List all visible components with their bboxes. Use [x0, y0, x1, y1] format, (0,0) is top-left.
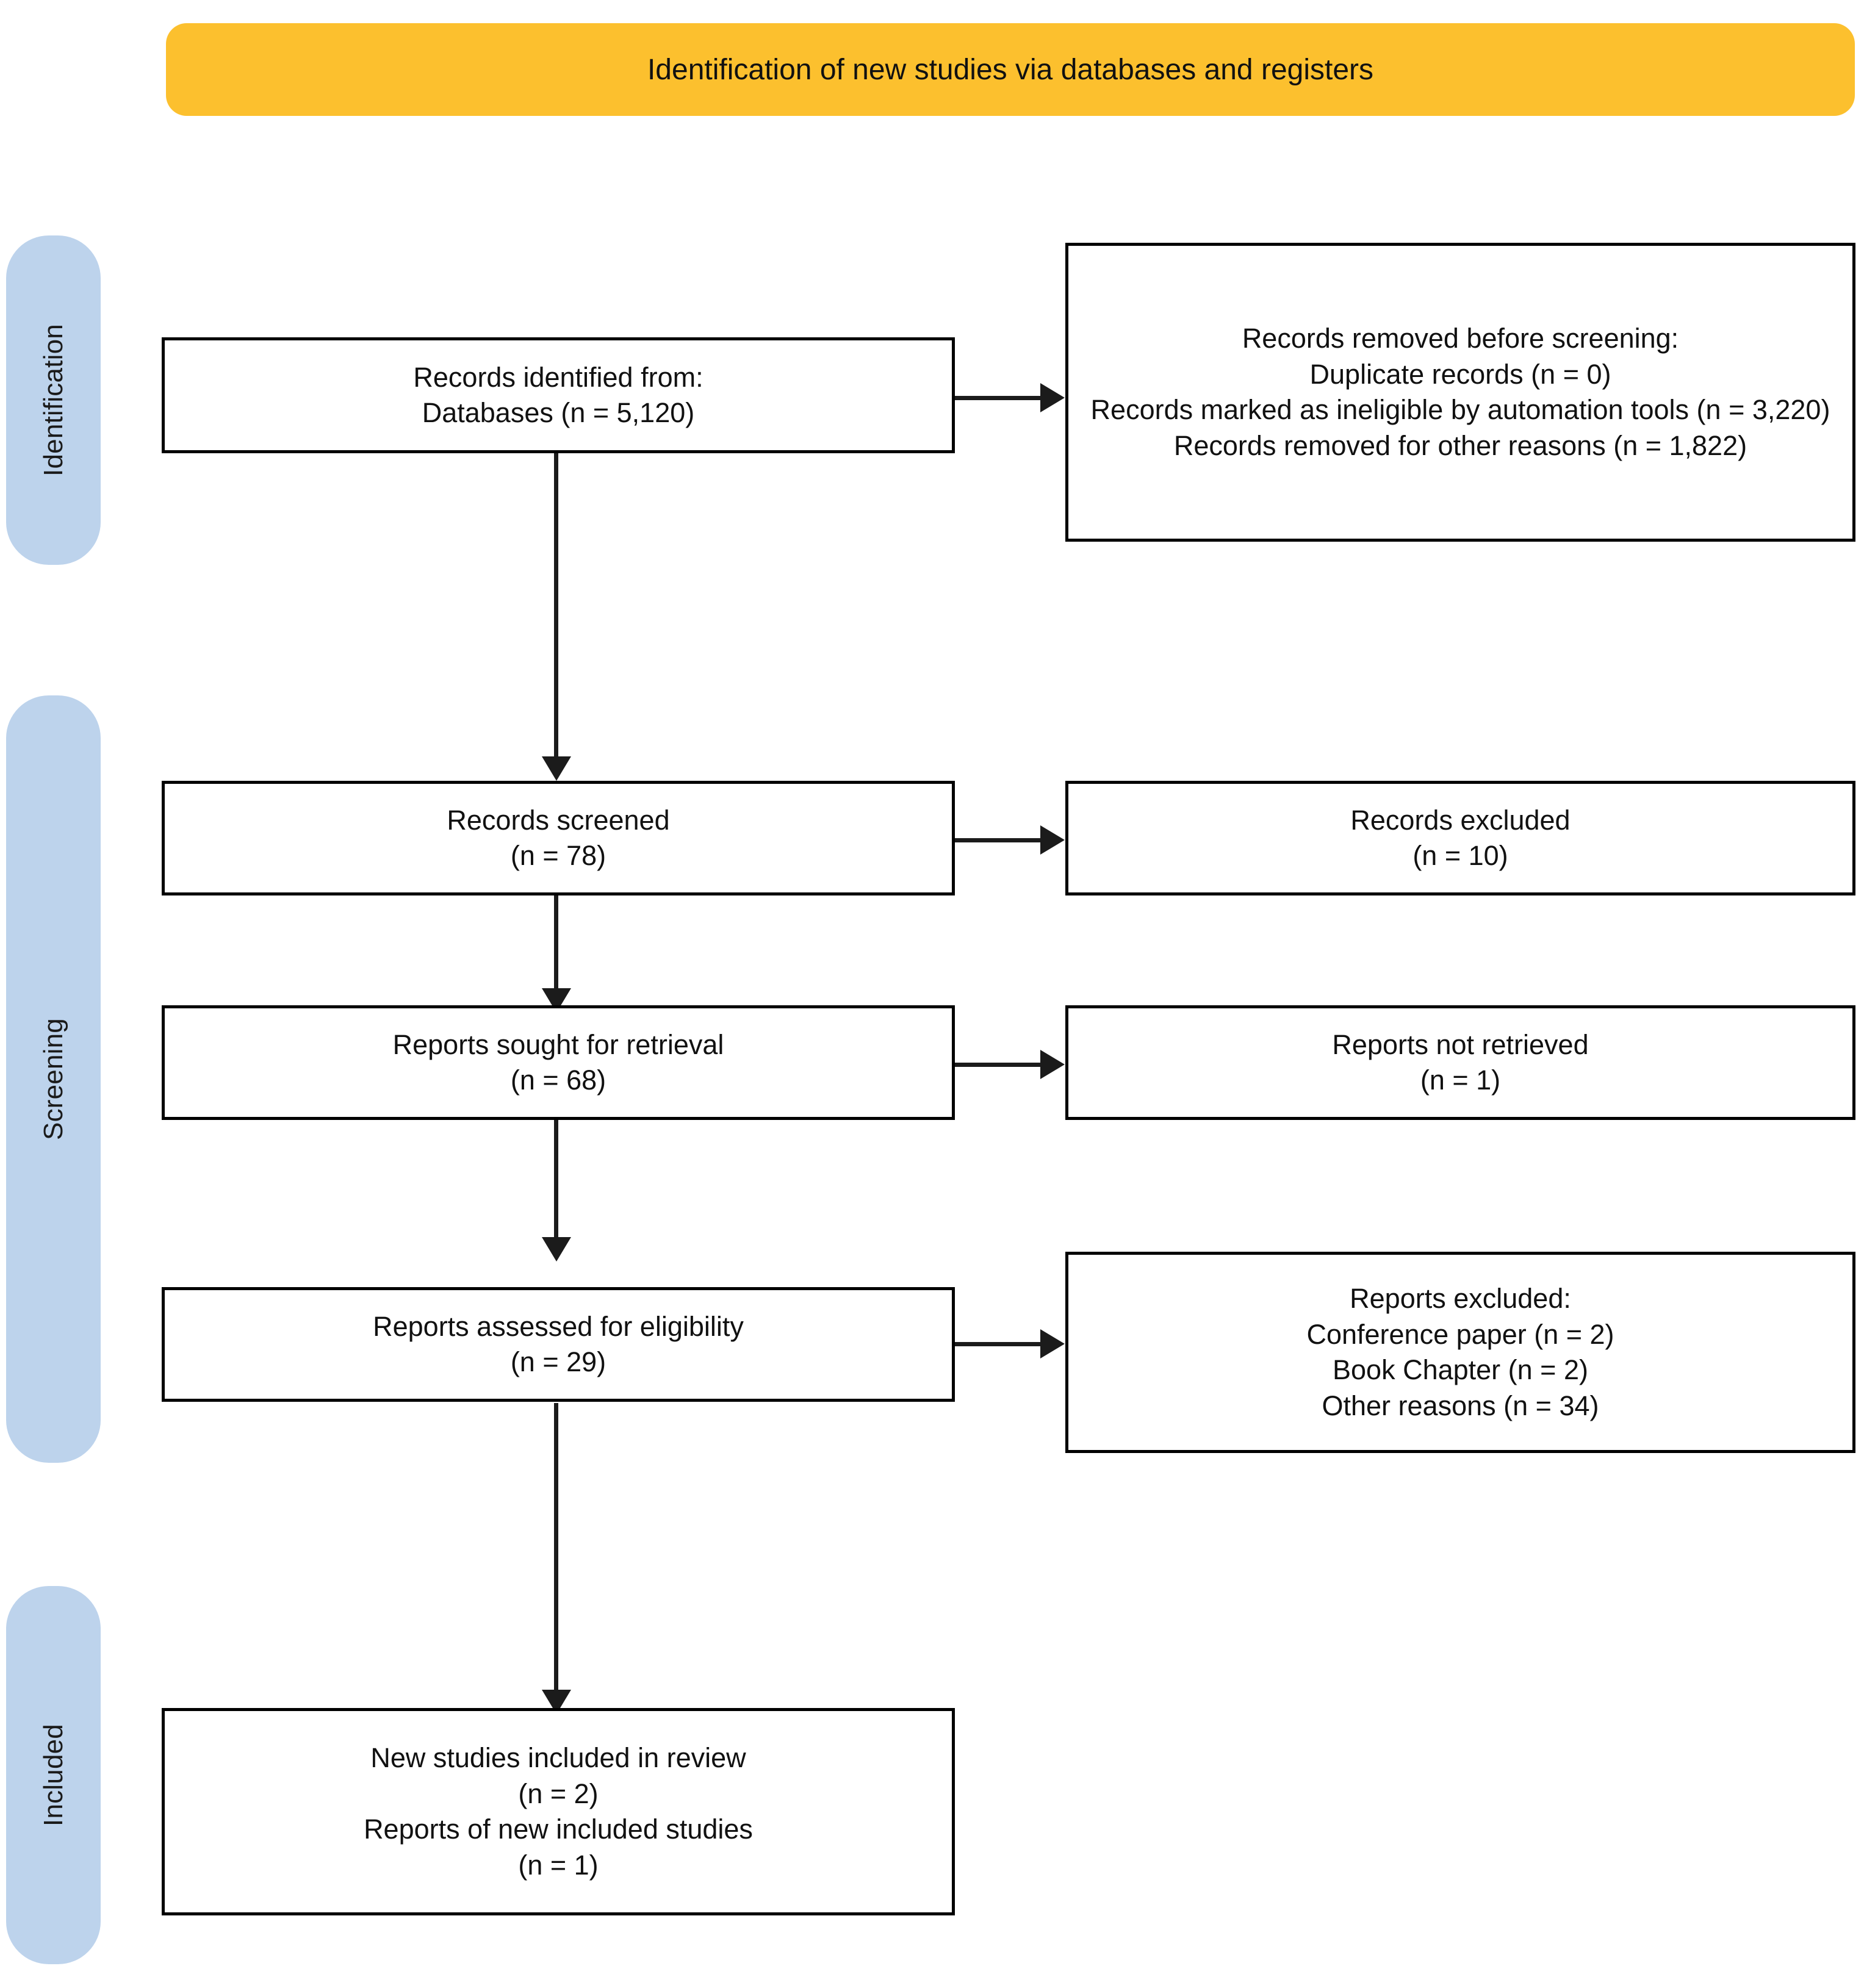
- box-reports-assessed: Reports assessed for eligibility (n = 29…: [162, 1287, 955, 1402]
- connector-assessed-to-reports-excluded: [955, 1342, 1046, 1346]
- phase-label-screening: Screening: [38, 1018, 68, 1140]
- arrowhead-identified-to-removed: [1040, 383, 1065, 412]
- box-reports-assessed-text: Reports assessed for eligibility (n = 29…: [373, 1310, 744, 1378]
- arrowhead-assessed-to-reports-excluded: [1040, 1329, 1065, 1358]
- box-new-studies-included: New studies included in review (n = 2) R…: [162, 1708, 955, 1915]
- arrowhead-identified-to-screened: [542, 756, 571, 781]
- diagram-title-banner: Identification of new studies via databa…: [166, 23, 1855, 116]
- box-records-excluded-text: Records excluded (n = 10): [1350, 804, 1571, 872]
- arrowhead-sought-to-assessed: [542, 1237, 571, 1261]
- connector-screened-to-excluded: [955, 838, 1046, 842]
- box-reports-sought-text: Reports sought for retrieval (n = 68): [392, 1028, 724, 1096]
- phase-label-included: Included: [38, 1724, 68, 1826]
- phase-label-identification: Identification: [38, 324, 68, 476]
- connector-assessed-to-included: [554, 1403, 558, 1708]
- box-records-screened-text: Records screened (n = 78): [447, 804, 670, 872]
- box-records-identified: Records identified from: Databases (n = …: [162, 337, 955, 453]
- connector-sought-to-assessed: [554, 1120, 558, 1248]
- connector-identified-to-removed: [955, 396, 1046, 400]
- connector-sought-to-not-retrieved: [955, 1063, 1046, 1067]
- phase-pill-included: Included: [6, 1586, 101, 1964]
- connector-screened-to-sought: [554, 895, 558, 1000]
- box-reports-sought: Reports sought for retrieval (n = 68): [162, 1005, 955, 1120]
- box-records-screened: Records screened (n = 78): [162, 781, 955, 895]
- box-new-studies-included-text: New studies included in review (n = 2) R…: [364, 1742, 753, 1881]
- phase-pill-identification: Identification: [6, 235, 101, 565]
- box-reports-not-retrieved-text: Reports not retrieved (n = 1): [1332, 1028, 1589, 1096]
- arrowhead-sought-to-not-retrieved: [1040, 1050, 1065, 1079]
- box-records-removed: Records removed before screening: Duplic…: [1065, 243, 1855, 542]
- box-records-excluded: Records excluded (n = 10): [1065, 781, 1855, 895]
- box-reports-excluded: Reports excluded: Conference paper (n = …: [1065, 1252, 1855, 1453]
- arrowhead-screened-to-excluded: [1040, 825, 1065, 855]
- diagram-title-text: Identification of new studies via databa…: [647, 53, 1374, 86]
- phase-pill-screening: Screening: [6, 695, 101, 1463]
- box-records-identified-text: Records identified from: Databases (n = …: [413, 361, 703, 429]
- box-reports-excluded-text: Reports excluded: Conference paper (n = …: [1306, 1283, 1614, 1421]
- box-records-removed-text: Records removed before screening: Duplic…: [1090, 323, 1830, 461]
- connector-identified-to-screened: [554, 451, 558, 760]
- box-reports-not-retrieved: Reports not retrieved (n = 1): [1065, 1005, 1855, 1120]
